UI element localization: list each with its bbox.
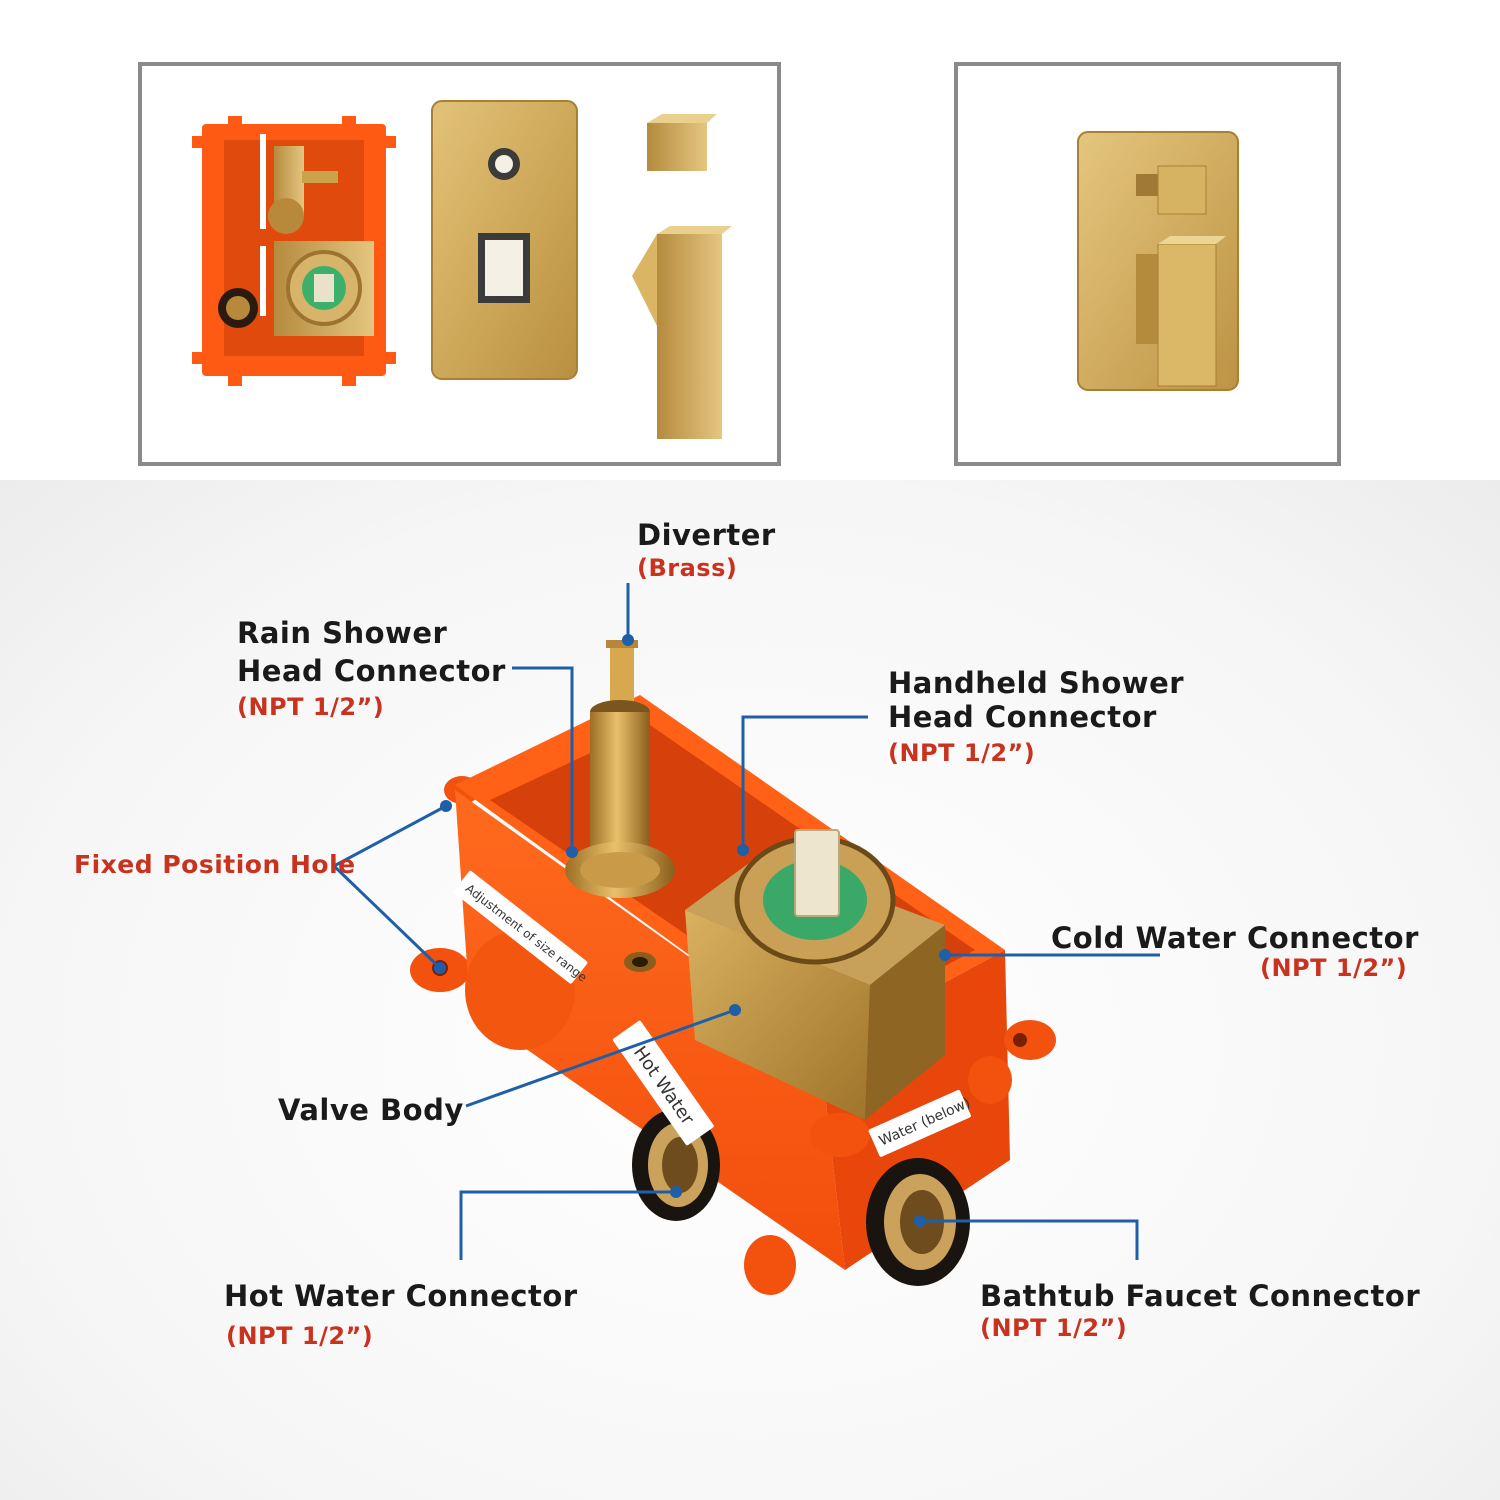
rain-shower-label-line2: Head Connector [237,654,506,688]
rain-shower-spec: (NPT 1/2”) [237,693,385,721]
callout-lines [332,583,1160,1260]
hot-water-spec: (NPT 1/2”) [226,1322,374,1350]
valve-body-leader [465,1008,736,1108]
trim-plate [431,100,578,380]
components-panel [138,62,781,466]
handheld-label-line1: Handheld Shower [888,666,1185,700]
cold-water-spec: (NPT 1/2”) [1260,954,1408,982]
valve-body-label: Valve Body [278,1093,464,1127]
valve-diagram: Adjustment of size range Hot Water Water… [0,480,1500,1500]
handheld-leader [741,715,868,850]
fixed-hole-leader-bottom [332,864,442,970]
diverter-label: Diverter [637,518,776,552]
assembled-trim-illustration [1077,131,1239,391]
bathtub-leader [920,1219,1139,1260]
small-threaded-hole [624,952,656,972]
rough-in-box-small [192,116,396,386]
diverter-spec: (Brass) [637,554,738,582]
valve-body [685,829,945,1120]
hot-water-leader [459,1190,676,1260]
handheld-label-line2: Head Connector [888,700,1157,734]
assembled-panel [954,62,1341,466]
hot-water-label: Hot Water Connector [224,1279,578,1313]
rain-shower-leader [512,666,574,852]
rough-in-valve-illustration: Adjustment of size range Hot Water Water… [332,583,1160,1295]
cold-water-label: Cold Water Connector [1051,921,1419,955]
rain-shower-label-line1: Rain Shower [237,616,448,650]
fixed-hole-leader-top [333,804,447,868]
diverter-knob [647,114,717,171]
handheld-spec: (NPT 1/2”) [888,739,1036,767]
fixed-position-hole-label: Fixed Position Hole [74,850,356,879]
components-illustration [192,100,732,439]
bathtub-faucet-label: Bathtub Faucet Connector [980,1279,1421,1313]
callout-dots [434,634,951,1227]
lever-handle [632,226,732,439]
bathtub-faucet-spec: (NPT 1/2”) [980,1314,1128,1342]
diverter-stem [565,640,675,898]
